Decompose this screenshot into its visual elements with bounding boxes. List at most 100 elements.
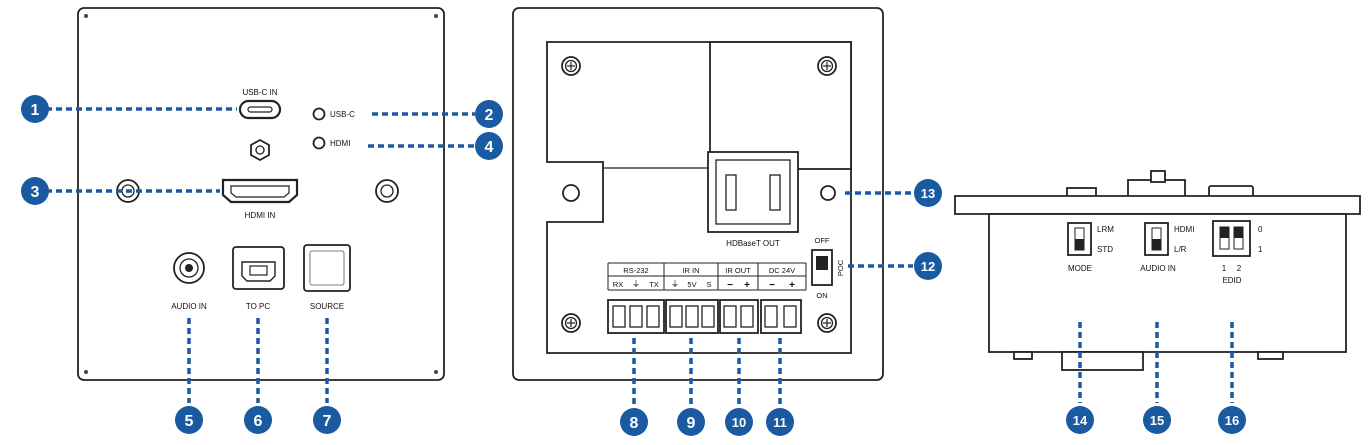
svg-text:11: 11 — [773, 415, 787, 430]
svg-text:3: 3 — [31, 184, 40, 201]
svg-text:1: 1 — [31, 102, 40, 119]
mounting-hole-right-inner — [380, 184, 394, 198]
svg-text:8: 8 — [630, 415, 639, 432]
svg-text:13: 13 — [921, 186, 935, 201]
rj45-clip-right — [769, 174, 781, 211]
callout-13: 13 — [914, 179, 942, 207]
edid-1-label: 1 — [1258, 245, 1263, 254]
callout-10: 10 — [725, 408, 753, 436]
side-foot-center — [1061, 351, 1144, 371]
side-tab-knob — [1150, 170, 1166, 183]
usb-c-led — [312, 107, 326, 121]
ir-in-label: IR IN — [682, 266, 699, 275]
hdmi-port — [221, 178, 299, 204]
rs232-pin-rx: RX — [613, 280, 623, 289]
ir-in-pin-5v: 5V — [687, 280, 696, 289]
rs232-terminal — [607, 299, 665, 334]
rj45-clip-left — [725, 174, 737, 211]
dc-pin-minus: − — [769, 280, 775, 291]
hdbaset-out-label: HDBaseT OUT — [726, 239, 780, 248]
svg-text:4: 4 — [485, 139, 494, 156]
screw-icon — [561, 313, 581, 333]
svg-text:2: 2 — [485, 107, 494, 124]
hdmi-led-label: HDMI — [330, 139, 350, 148]
usb-b-port-inner — [241, 261, 276, 282]
rs232-pin-ground: ⏚ — [632, 279, 641, 289]
svg-text:9: 9 — [687, 415, 696, 432]
side-foot-right — [1257, 351, 1284, 360]
ir-out-pin-plus: + — [744, 280, 750, 291]
callout-11: 11 — [766, 408, 794, 436]
hdmi-in-label: HDMI IN — [245, 211, 276, 220]
callouts: 1 2 3 4 5 6 7 8 9 10 11 12 13 14 15 16 — [21, 95, 1246, 436]
source-button — [303, 244, 351, 292]
rear-mounting-hole — [562, 184, 580, 202]
source-label: SOURCE — [310, 302, 344, 311]
screw-icon — [817, 313, 837, 333]
callout-4: 4 — [475, 132, 503, 160]
source-button-face — [309, 250, 345, 286]
callout-1: 1 — [21, 95, 49, 123]
dc-pin-plus: + — [789, 280, 795, 291]
callout-14: 14 — [1066, 406, 1094, 434]
svg-text:15: 15 — [1150, 413, 1164, 428]
mode-label: MODE — [1068, 264, 1092, 273]
corner-dot — [84, 370, 88, 374]
audio-in-switch-lever — [1152, 239, 1161, 250]
svg-text:10: 10 — [732, 415, 746, 430]
mode-std-label: STD — [1097, 245, 1113, 254]
svg-text:6: 6 — [254, 413, 263, 430]
callout-12: 12 — [914, 252, 942, 280]
callout-6: 6 — [244, 406, 272, 434]
audio-in-label: AUDIO IN — [171, 302, 207, 311]
dc-24v-label: DC 24V — [769, 266, 795, 275]
rear-mounting-hole-right — [820, 185, 836, 201]
side-foot-left — [1013, 351, 1033, 360]
screw-icon — [817, 56, 837, 76]
poc-label: POC — [836, 259, 845, 276]
edid-dip-switch — [1212, 220, 1251, 257]
usb-c-led-label: USB-C — [330, 110, 355, 119]
poc-off-label: OFF — [815, 236, 830, 245]
terminal-labels: RS-232 IR IN IR OUT DC 24V RX ⏚ TX ⏚ 5V … — [607, 262, 807, 291]
audio-hdmi-label: HDMI — [1174, 225, 1194, 234]
side-flange — [954, 195, 1361, 215]
to-pc-label: TO PC — [246, 302, 271, 311]
edid-label: EDID — [1222, 276, 1241, 285]
usb-b-port-tongue — [249, 265, 268, 276]
svg-text:12: 12 — [921, 259, 935, 274]
mode-lrm-label: LRM — [1097, 225, 1114, 234]
svg-text:5: 5 — [185, 413, 194, 430]
callout-15: 15 — [1143, 406, 1171, 434]
usb-c-port — [238, 99, 282, 120]
edid-pos1-label: 1 — [1222, 264, 1227, 273]
svg-text:7: 7 — [323, 413, 332, 430]
ir-out-terminal — [719, 299, 759, 334]
audio-lr-label: L/R — [1174, 245, 1187, 254]
callout-8: 8 — [620, 408, 648, 436]
usb-c-port-tongue — [247, 106, 273, 113]
audio-in-side-label: AUDIO IN — [1140, 264, 1176, 273]
leader-lines — [46, 107, 1234, 407]
usb-c-in-label: USB-C IN — [242, 88, 277, 97]
edid-dip-lever-2 — [1234, 227, 1243, 238]
callout-2: 2 — [475, 100, 503, 128]
edid-pos2-label: 2 — [1237, 264, 1242, 273]
svg-text:14: 14 — [1073, 413, 1088, 428]
front-panel: USB-C IN USB-C HDMI HDMI IN AUDIO IN TO … — [77, 7, 445, 381]
edid-0-label: 0 — [1258, 225, 1263, 234]
poc-on-label: ON — [816, 291, 827, 300]
corner-dot — [434, 370, 438, 374]
side-panel: LRM STD MODE HDMI L/R AUDIO IN 0 1 1 2 E… — [954, 170, 1361, 371]
dc-24v-terminal — [760, 299, 802, 334]
audio-in-jack-hole — [185, 264, 193, 272]
ir-out-label: IR OUT — [725, 266, 751, 275]
screw-icon — [561, 56, 581, 76]
ir-in-terminal — [665, 299, 719, 334]
callout-3: 3 — [21, 177, 49, 205]
rs232-label: RS-232 — [623, 266, 648, 275]
ir-in-pin-s: S — [706, 280, 711, 289]
callout-16: 16 — [1218, 406, 1246, 434]
callout-9: 9 — [677, 408, 705, 436]
